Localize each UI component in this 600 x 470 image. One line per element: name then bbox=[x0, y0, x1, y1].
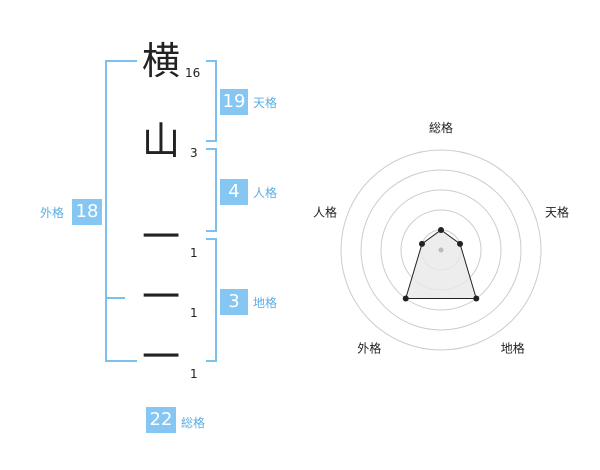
tenkaku-bracket bbox=[206, 60, 217, 142]
name-char-3: 一 bbox=[141, 215, 180, 259]
stroke-count-4: 1 bbox=[190, 306, 198, 320]
radar-point-2 bbox=[457, 240, 464, 247]
radar-axis-label-5: 人格 bbox=[313, 204, 337, 219]
jinkaku-value: 4 bbox=[220, 179, 248, 205]
name-char-1: 横 bbox=[141, 39, 180, 83]
name-char-2: 山 bbox=[141, 119, 180, 163]
radar-ring-4 bbox=[360, 169, 522, 331]
radar-ring-5 bbox=[340, 149, 542, 351]
stroke-count-5: 1 bbox=[190, 367, 198, 381]
name-char-4: 一 bbox=[141, 275, 180, 319]
soukaku-label: 総格 bbox=[181, 416, 206, 430]
radar-point-4 bbox=[402, 295, 409, 302]
gaikaku-value: 18 bbox=[72, 199, 102, 225]
radar-axis-label-3: 地格 bbox=[501, 341, 525, 356]
chikaku-bracket bbox=[206, 238, 217, 362]
jinkaku-label: 人格 bbox=[253, 186, 278, 200]
gaikaku-divider bbox=[105, 297, 125, 299]
gaikaku-bracket bbox=[105, 60, 137, 362]
radar-series-area bbox=[405, 229, 477, 300]
chikaku-label: 地格 bbox=[253, 296, 278, 310]
radar-axis-label-4: 外格 bbox=[357, 341, 381, 356]
radar-point-1 bbox=[438, 227, 444, 233]
stroke-count-3: 1 bbox=[190, 246, 198, 260]
radar-ring-3 bbox=[380, 189, 502, 311]
radar-point-5 bbox=[418, 240, 425, 247]
radar-axis-label-1: 総格 bbox=[429, 120, 453, 135]
gaikaku-label: 外格 bbox=[40, 206, 65, 220]
stroke-count-1: 16 bbox=[185, 66, 201, 80]
radar-point-3 bbox=[473, 295, 480, 302]
chikaku-value: 3 bbox=[220, 289, 248, 315]
tenkaku-label: 天格 bbox=[253, 96, 278, 110]
jinkaku-bracket bbox=[206, 148, 217, 232]
tenkaku-value: 19 bbox=[220, 89, 248, 115]
name-char-5: 一 bbox=[141, 335, 180, 379]
radar-center-dot bbox=[438, 247, 444, 253]
radar-axis-label-2: 天格 bbox=[545, 204, 569, 219]
stroke-count-2: 3 bbox=[190, 146, 198, 160]
soukaku-value: 22 bbox=[146, 407, 176, 433]
